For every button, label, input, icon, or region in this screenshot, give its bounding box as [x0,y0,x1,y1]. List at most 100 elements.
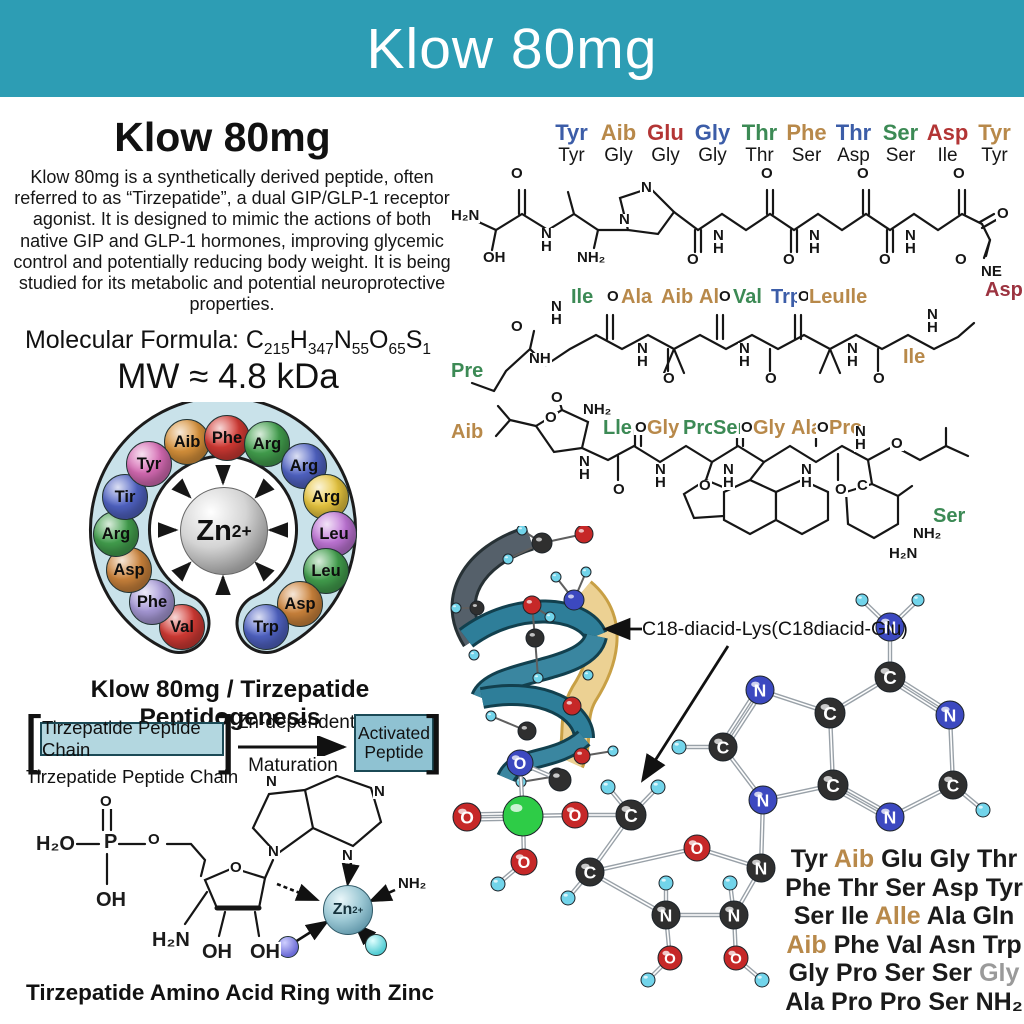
residue-label: Pro [682,417,718,439]
residue-label: Ala [790,417,824,439]
sequence-line: Gly Pro Ser Ser Gly [788,959,1020,987]
svg-text:N: N [660,905,673,925]
activated-line1: Activated [358,722,430,743]
atom-label: O [612,481,626,498]
svg-text:N: N [728,905,741,925]
atom-label: O [954,251,968,268]
svg-text:C: C [624,805,638,826]
atom-label: O [890,435,904,452]
atom-label: O [952,165,966,182]
residue-ball: Arg [281,443,327,489]
atom-label: O [878,251,892,268]
atom-label: O [816,419,830,436]
svg-text:O: O [460,807,474,827]
residue-ball: Arg [93,511,139,557]
atom-label: O [634,419,648,436]
atom-label: O [229,859,243,876]
svg-text:O: O [569,807,582,825]
atom-label: O [544,409,558,426]
atom-label: O [856,165,870,182]
atom-label: N H [808,227,821,257]
peptide-chain-box: Tirzepatide Peptide Chain [40,717,224,760]
svg-text:N: N [755,858,768,878]
arrow-label-bottom: Maturation [248,755,338,776]
molecular-formula-label: Molecular Formula: [24,326,246,354]
flow-arrow [238,736,347,756]
atom-label: O [99,793,113,810]
svg-text:N: N [757,790,770,810]
atom-label: N H [738,340,751,370]
svg-text:N: N [884,617,897,637]
residue-label: Trp [770,286,804,308]
atom-label: NH₂ [582,401,613,418]
atom-label: N H [636,340,649,370]
svg-text:O: O [730,950,742,967]
svg-text:C: C [826,775,840,796]
residue-ball: Asp [277,581,323,627]
residue-label: Gly [646,417,681,439]
residue-label: Ser [932,505,967,527]
residue-ball: Arg [244,421,290,467]
atom-label: NH₂ [912,525,943,542]
residue-label: OH [95,889,127,911]
atom-label: O [740,419,754,436]
sequence-line: Phe Thr Ser Asp Tyr [785,873,1023,902]
atom-label: NH₂ [397,875,428,892]
atom-label: N H [800,461,813,491]
residue-label: Lle [602,417,633,439]
svg-text:O: O [514,755,527,773]
svg-text:O: O [518,854,531,872]
atom-label: O [996,205,1010,222]
atom-label: O [872,370,886,387]
atom-label: O [662,370,676,387]
svg-text:N: N [944,705,957,725]
molecular-formula: Molecular Formula: C215H347N55O65S1 [0,326,456,359]
residue-label: P [103,831,119,853]
residue-label: Pre [450,360,485,382]
atom-label: N [265,773,278,790]
atom-label: N H [722,461,735,491]
svg-text:C: C [883,667,897,688]
sequence-line: Ala Pro Pro Ser NH₂ [785,987,1023,1016]
atom-label: O [147,831,161,848]
flow-caption: Tirzepatide Peptide Chain [26,766,239,787]
residue-label: Ser [712,417,747,439]
amp-structure-graphic [75,774,396,946]
ligand-ball-cyan [365,934,387,956]
svg-text:C: C [717,737,730,757]
banner: Klow 80mg [0,0,1024,97]
residue-ball: Phe [129,579,175,625]
residue-label: Ile [844,286,869,308]
atom-label: NE [980,263,1003,280]
bracket-open: [ [24,703,42,776]
residue-label: Val [732,286,763,308]
residue-label: OH [201,941,233,963]
molecular-weight: MW ≈ 4.8 kDa [117,357,339,396]
atom-label: O [550,389,564,406]
chain2-graphic [470,313,976,393]
atom-label: O [510,165,524,182]
banner-title: Klow 80mg [366,16,658,81]
atom-label: N H [904,227,917,257]
residue-label: H₂O [35,833,76,855]
residue-label: Leu [808,286,846,308]
atom-label: NH₂ [576,249,607,266]
left-structure-caption: Tirzepatide Amino Acid Ring with Zinc [26,980,434,1005]
residue-label: Ala [620,286,654,308]
atom-label: N H [854,423,867,453]
atom-label: O [686,251,700,268]
activated-line2: Peptide [364,742,424,762]
atom-label: N H [712,227,725,257]
svg-text:C: C [584,862,597,882]
atom-label: H₂N [888,545,919,562]
